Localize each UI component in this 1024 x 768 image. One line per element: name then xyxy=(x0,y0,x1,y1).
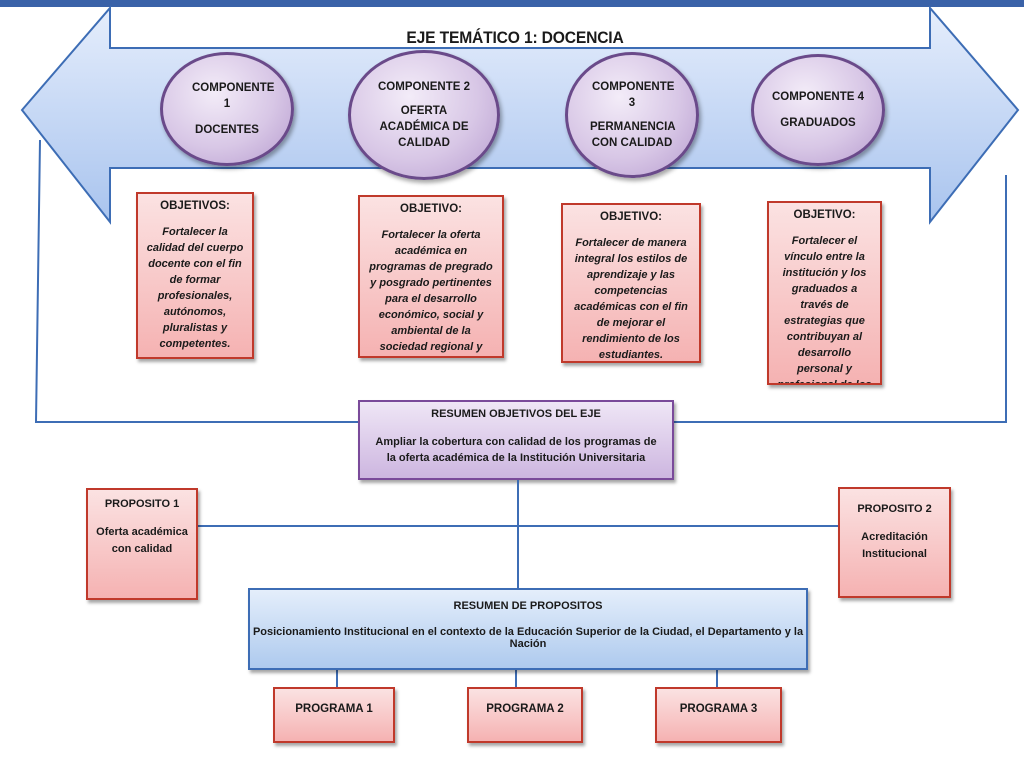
objective-1-heading: OBJETIVOS: xyxy=(160,200,230,212)
programa-1-box: PROGRAMA 1 xyxy=(273,687,395,743)
objective-2-heading: OBJETIVO: xyxy=(400,203,462,215)
component-4-circle: COMPONENTE 4 GRADUADOS xyxy=(751,54,885,166)
objective-2-text: Fortalecer la oferta académica en progra… xyxy=(369,229,493,353)
proposito-1-text: Oferta académica con calidad xyxy=(96,526,188,555)
diagram-title: EJE TEMÁTICO 1: DOCENCIA xyxy=(406,28,624,47)
proposito-1-heading: PROPOSITO 1 xyxy=(104,498,180,510)
objective-3-text: Fortalecer de manera integral los estilo… xyxy=(574,237,688,361)
objective-box-2: OBJETIVO: Fortalecer la oferta académica… xyxy=(358,195,504,358)
objective-box-3: OBJETIVO: Fortalecer de manera integral … xyxy=(561,203,701,363)
component-1-circle: COMPONENTE 1 DOCENTES xyxy=(160,52,294,166)
component-1-title: COMPONENTE 1 xyxy=(192,82,275,110)
objective-box-4: OBJETIVO: Fortalecer el vínculo entre la… xyxy=(767,201,882,385)
objective-4-heading: OBJETIVO: xyxy=(793,209,856,221)
frame-right xyxy=(674,175,1007,423)
proposito-2-box: PROPOSITO 2 Acreditación Institucional xyxy=(838,487,951,598)
connector-programa-1 xyxy=(336,670,338,687)
connector-horizontal-propositos xyxy=(198,525,838,527)
programa-3-box: PROGRAMA 3 xyxy=(655,687,782,743)
objective-box-1: OBJETIVOS: Fortalecer la calidad del cue… xyxy=(136,192,254,359)
component-2-circle: COMPONENTE 2 OFERTA ACADÉMICA DE CALIDAD xyxy=(348,50,500,180)
connector-programa-3 xyxy=(716,670,718,687)
component-4-label: GRADUADOS xyxy=(780,117,856,129)
proposito-2-heading: PROPOSITO 2 xyxy=(857,503,932,515)
connector-vertical-main xyxy=(517,480,519,588)
component-2-title: COMPONENTE 2 xyxy=(377,81,470,93)
objective-4-text: Fortalecer el vínculo entre la instituci… xyxy=(777,235,872,385)
purposes-summary-box: RESUMEN DE PROPOSITOS Posicionamiento In… xyxy=(248,588,808,670)
component-4-title: COMPONENTE 4 xyxy=(771,91,864,103)
objective-1-text: Fortalecer la calidad del cuerpo docente… xyxy=(146,226,244,350)
objectives-summary-heading: RESUMEN OBJETIVOS DEL EJE xyxy=(431,408,601,420)
connector-programa-2 xyxy=(515,670,517,687)
top-bar xyxy=(0,0,1024,7)
proposito-2-text: Acreditación Institucional xyxy=(861,531,928,560)
proposito-1-box: PROPOSITO 1 Oferta académica con calidad xyxy=(86,488,198,600)
objectives-summary-text: Ampliar la cobertura con calidad de los … xyxy=(375,436,657,464)
programa-2-box: PROGRAMA 2 xyxy=(467,687,583,743)
component-2-label: OFERTA ACADÉMICA DE CALIDAD xyxy=(379,105,469,149)
objectives-summary-box: RESUMEN OBJETIVOS DEL EJE Ampliar la cob… xyxy=(358,400,674,480)
component-3-circle: COMPONENTE 3 PERMANENCIA CON CALIDAD xyxy=(565,52,699,178)
purposes-summary-heading: RESUMEN DE PROPOSITOS xyxy=(453,600,603,612)
component-1-label: DOCENTES xyxy=(195,124,259,136)
purposes-summary-text: Posicionamiento Institucional en el cont… xyxy=(252,626,804,650)
component-3-title: COMPONENTE 3 xyxy=(592,81,675,109)
component-3-label: PERMANENCIA CON CALIDAD xyxy=(590,121,676,149)
objective-3-heading: OBJETIVO: xyxy=(600,211,662,223)
frame-left xyxy=(34,139,358,423)
